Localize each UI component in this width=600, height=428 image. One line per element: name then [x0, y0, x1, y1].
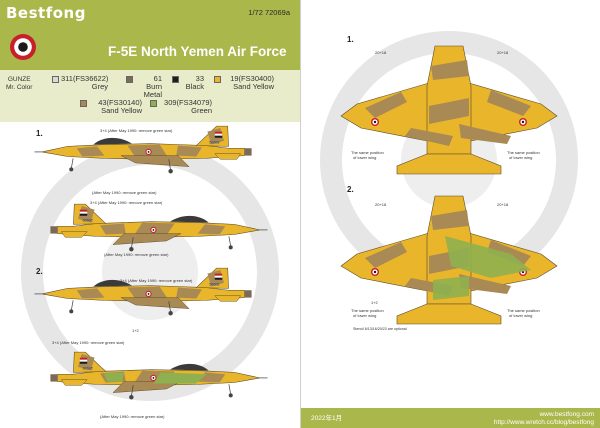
footer-band: 2022年1月 www.bestfong.com http://www.wret… — [301, 408, 600, 428]
profile-note: (After May 1990: remove green star) — [100, 414, 165, 419]
swatch-sand-yellow — [214, 76, 221, 83]
blog-link[interactable]: http://www.wretch.cc/blog/bestfong — [493, 419, 594, 426]
instruction-sheet-right: 1. 20+18 20+18 The same position of lowe… — [301, 0, 600, 428]
legend-name: Green — [191, 106, 212, 115]
header-band: Bestfong 1/72 72069a F-5E North Yemen Ai… — [0, 0, 300, 70]
lower-wing-note: of lower wing — [353, 155, 376, 160]
top-view-artwork: 1. 20+18 20+18 The same position of lowe… — [320, 31, 578, 331]
part-number: 1+2 — [132, 328, 140, 333]
paint-line: Mr. Color — [6, 83, 33, 91]
swatch-sand-brown — [80, 100, 87, 107]
scale-and-product-code: 1/72 72069a — [248, 8, 290, 17]
lower-wing-note: The same position — [507, 150, 540, 155]
legend-item-black: 33 Black — [172, 75, 204, 91]
lower-wing-note: The same position — [351, 308, 384, 313]
wing-tag-right: 20+18 — [497, 202, 509, 207]
swatch-grey — [52, 76, 59, 83]
legend-name: Sand Yellow — [233, 82, 274, 91]
lower-wing-note: of lower wing — [353, 313, 376, 318]
lower-wing-note: The same position — [351, 150, 384, 155]
legend-item-grey: 311(FS36622) Grey — [52, 75, 108, 91]
profile-note: 3+4 (After May 1990: remove green star) — [120, 278, 193, 283]
paint-legend — [0, 70, 300, 122]
lower-wing-note: of lower wing — [509, 155, 532, 160]
profile-2-left-side — [49, 351, 268, 400]
profile-note: (After May 1990: remove green star) — [92, 190, 157, 195]
lower-wing-note: The same position — [507, 308, 540, 313]
scheme-1-label: 1. — [347, 35, 354, 44]
scheme-2-label: 2. — [347, 185, 354, 194]
print-date: 2022年1月 — [311, 415, 343, 422]
legend-name: Grey — [91, 82, 108, 91]
legend-item-green: 309(FS34079) Green — [150, 99, 212, 115]
stencil-note: Stencil 6/13/16/20/23 are optional — [353, 327, 407, 331]
legend-code: 19(FS30400) — [230, 74, 274, 83]
legend-name: Sand Yellow — [101, 106, 142, 115]
wing-tag-left: 20+18 — [375, 50, 387, 55]
center-tag: 1+2 — [371, 300, 379, 305]
legend-item-sand-yellow: 19(FS30400) Sand Yellow — [214, 75, 274, 91]
lower-wing-note: of lower wing — [509, 313, 532, 318]
paint-brand-label: GUNZE Mr. Color — [6, 76, 32, 91]
wing-tag-left: 20+18 — [375, 202, 387, 207]
page-divider — [300, 0, 301, 428]
legend-name: Black — [185, 82, 204, 91]
scheme-1-label: 1. — [36, 129, 43, 138]
profile-note: 3+4 (After May 1990: remove green star) — [90, 200, 163, 205]
swatch-black — [172, 76, 179, 83]
scheme-2-label: 2. — [36, 267, 43, 276]
legend-code: 43(FS30140) — [98, 98, 142, 107]
paint-brand: GUNZE — [7, 76, 31, 83]
swatch-burn-metal — [126, 76, 133, 83]
profile-note: 3+4 (After May 1990: remove green star) — [52, 340, 125, 345]
swatch-green — [150, 100, 157, 107]
profile-note: 3+4 (After May 1990: remove green star) — [100, 128, 173, 133]
legend-code: 309(FS34079) — [164, 98, 212, 107]
brand-logo-text: Bestfong — [6, 4, 86, 22]
wing-tag-right: 20+18 — [497, 50, 509, 55]
legend-item-sand-brown: 43(FS30140) Sand Yellow — [80, 99, 142, 115]
side-profile-artwork: 50608 1. 3+4 (After May 1990: remove gre… — [21, 125, 279, 419]
legend-code: 33 — [195, 74, 204, 83]
profile-note: (After May 1990: remove green star) — [104, 252, 169, 257]
yemen-roundel-icon — [10, 34, 36, 60]
instruction-sheet-left: Bestfong 1/72 72069a F-5E North Yemen Ai… — [0, 0, 300, 419]
legend-name: Burn Metal — [143, 82, 162, 99]
legend-item-burn-metal: 61 Burn Metal — [126, 75, 162, 99]
website-link[interactable]: www.bestfong.com — [539, 411, 594, 418]
legend-code: 61 — [153, 74, 162, 83]
sheet-title: F-5E North Yemen Air Force — [108, 44, 287, 59]
legend-code: 311(FS36622) — [61, 74, 109, 83]
top-view-2 — [340, 195, 558, 325]
